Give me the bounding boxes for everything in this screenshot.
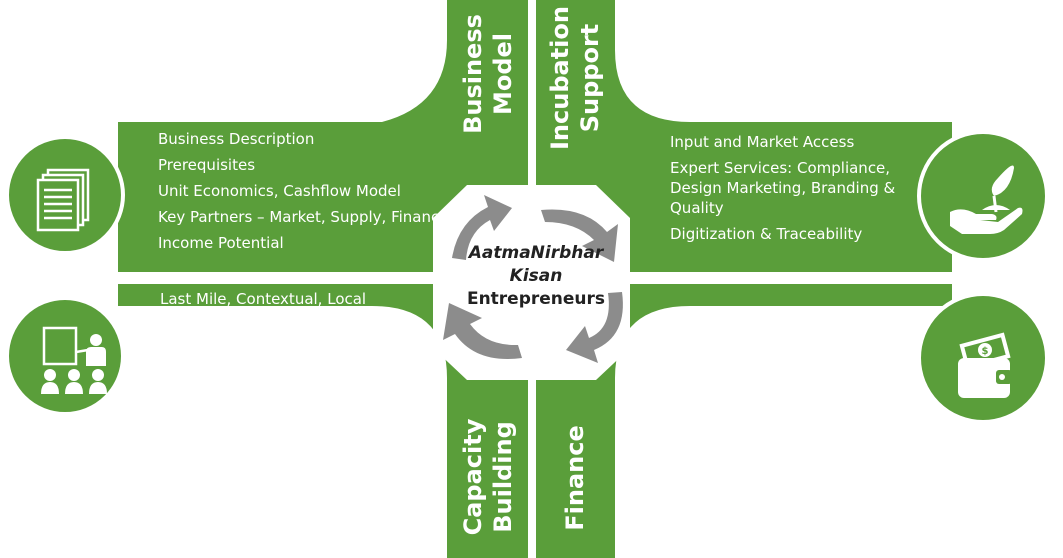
business-model-title-line2: Model: [489, 32, 517, 116]
finance-title-line1: Finance: [561, 425, 589, 531]
business-model-title-line1: Business: [459, 14, 487, 134]
list-item: Last Mile, Contextual, Local Language: [160, 290, 367, 328]
cycle-arrow-top-right: [541, 209, 618, 262]
center-hub: [433, 185, 630, 380]
capacity-building-title-line1: Capacity: [459, 418, 487, 536]
incubation-support-panel: [536, 0, 952, 272]
cycle-arrows: [443, 195, 623, 363]
center-title-line1: AatmaNirbhar: [468, 243, 604, 263]
list-item: Income Potential: [158, 234, 284, 252]
list-item: Key Partners – Market, Supply, Finance: [158, 208, 444, 226]
list-item: Loans through MFI & Startups: [666, 339, 889, 357]
wallet-money-icon: $: [958, 332, 1012, 398]
incubation-support-title-line2: Support: [576, 23, 604, 133]
list-item: Skill Training: [160, 414, 255, 432]
center-title-line3: Entrepreneurs: [466, 289, 606, 309]
list-item: Input and Market Access: [670, 133, 855, 151]
list-item: Business Description: [158, 130, 315, 148]
business-model-panel: [118, 0, 528, 272]
list-item: Seed Capital/Grant: [666, 313, 809, 331]
classroom-training-icon: [41, 326, 107, 394]
list-item: Prerequisites: [158, 156, 256, 174]
incubation-support-title-line1: Incubation: [546, 6, 574, 150]
plant-in-hand-icon: [950, 165, 1023, 234]
svg-text:$: $: [982, 346, 989, 357]
capacity-building-title-line2: Building: [489, 421, 517, 533]
list-item: Unit Economics, Cashflow Model: [158, 182, 401, 200]
list-item: Mentor Support: [160, 362, 277, 380]
finance-items: Seed Capital/Grant Loans through MFI & S…: [666, 312, 926, 416]
capacity-building-title: Capacity Building: [458, 419, 518, 536]
document-stack-icon: [36, 168, 90, 232]
incubation-support-items: Input and Market Access Expert Services:…: [670, 132, 898, 250]
center-title: AatmaNirbhar Kisan Entrepreneurs: [451, 242, 621, 311]
business-model-title: Business Model: [458, 14, 518, 134]
list-item: Institutional Credit: [666, 365, 806, 383]
list-item: Innovative Financial Instruments: [666, 391, 911, 409]
list-item: Expert Services: Compliance, Design Mark…: [670, 159, 896, 217]
list-item: Digitization & Traceability: [670, 225, 863, 243]
cycle-arrow-top-left: [452, 195, 512, 260]
capacity-building-items: Last Mile, Contextual, Local Language Di…: [160, 289, 405, 439]
cycle-arrow-bottom-right: [566, 292, 623, 363]
cycle-arrow-bottom-left: [443, 303, 522, 359]
business-model-items: Business Description Prerequisites Unit …: [158, 129, 444, 259]
list-item: Digital: Personalized + Blended: [160, 336, 397, 354]
finance-title: Finance: [560, 425, 590, 531]
incubation-support-title: Incubation Support: [545, 6, 605, 150]
incubation-support-icon-badge: [917, 130, 1049, 262]
list-item: Business Training: [160, 388, 291, 406]
center-title-line2: Kisan: [509, 266, 563, 286]
